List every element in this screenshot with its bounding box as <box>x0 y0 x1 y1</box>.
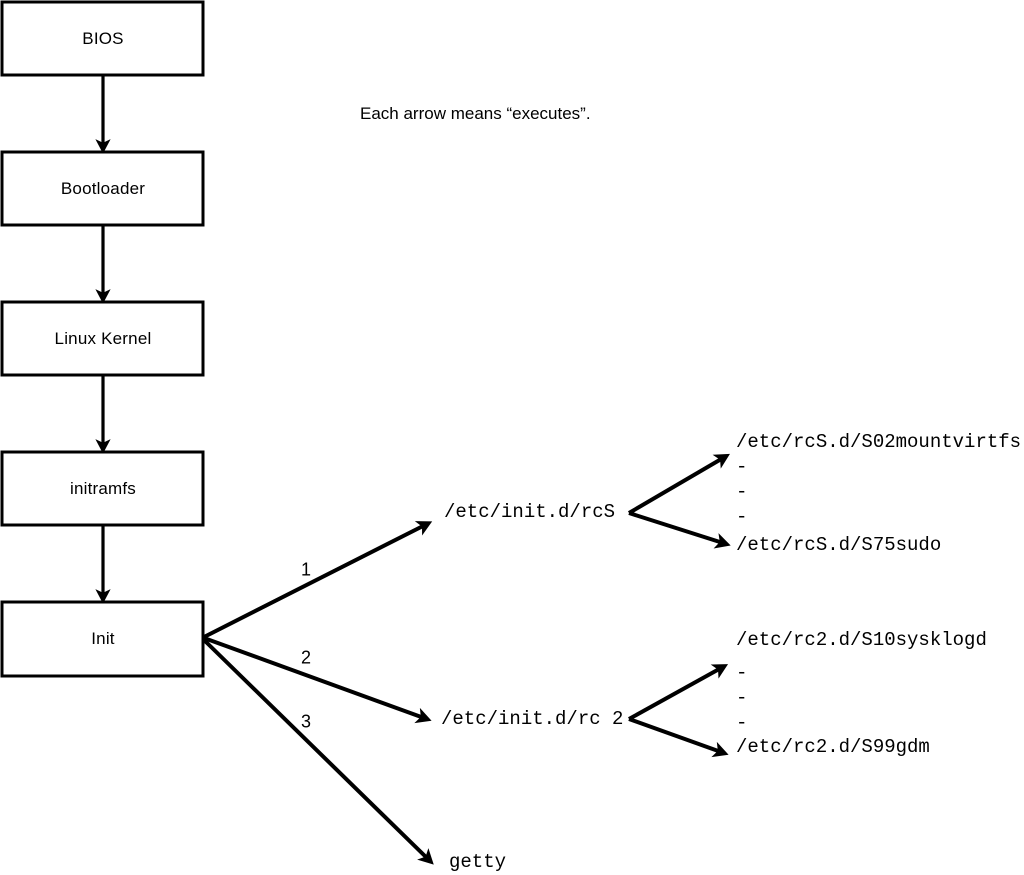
branch-number-2: 2 <box>300 647 312 668</box>
box-bootloader[interactable] <box>0 150 205 227</box>
box-init[interactable] <box>0 600 205 678</box>
label-rcS-first-item[interactable]: /etc/rcS.d/S02mountvirtfs <box>736 431 1022 453</box>
arrow-rcS-to-first <box>627 453 730 515</box>
box-label-kernel: Linux Kernel <box>54 329 152 348</box>
label-rc2-last-item[interactable]: /etc/rc2.d/S99gdm <box>736 736 930 758</box>
arrow-init-to-rc2 <box>203 636 432 724</box>
box-label-bios: BIOS <box>82 29 124 48</box>
label-init-d-rcS[interactable]: /etc/init.d/rcS <box>444 501 616 523</box>
label-getty[interactable]: getty <box>449 851 507 873</box>
rcS-ellipsis-dash-3: - <box>736 506 748 528</box>
label-rc2-first-item[interactable]: /etc/rc2.d/S10sysklogd <box>736 629 987 651</box>
branch-number-3: 3 <box>300 711 312 732</box>
rcS-group-arrows <box>627 453 731 549</box>
rc2-ellipsis-dash-2: - <box>736 687 748 709</box>
arrow-rcS-to-last <box>628 511 731 549</box>
rc2-ellipsis-dash-3: - <box>736 712 748 734</box>
arrow-rc2-to-last <box>628 717 729 758</box>
branch-number-1: 1 <box>300 559 312 580</box>
diagram-caption: Each arrow means “executes”. <box>360 104 591 123</box>
box-label-bootloader: Bootloader <box>60 179 146 198</box>
box-label-initramfs: initramfs <box>69 479 137 498</box>
rc2-ellipsis-dash-1: - <box>736 662 748 684</box>
arrow-rc2-to-first <box>628 664 729 721</box>
label-rcS-last-item[interactable]: /etc/rcS.d/S75sudo <box>736 534 942 556</box>
rcS-ellipsis-dash-1: - <box>736 456 748 478</box>
rcS-ellipsis-dash-2: - <box>736 481 748 503</box>
arrow-init-to-getty <box>202 638 434 865</box>
box-label-init: Init <box>91 629 115 648</box>
arrow-init-to-rcS <box>203 521 433 639</box>
box-initramfs[interactable] <box>0 450 205 527</box>
label-init-d-rc2[interactable]: /etc/init.d/rc 2 <box>441 708 624 730</box>
init-branch-arrows <box>202 521 434 865</box>
rc2-group-arrows <box>628 664 729 758</box>
box-bios[interactable] <box>0 0 205 77</box>
